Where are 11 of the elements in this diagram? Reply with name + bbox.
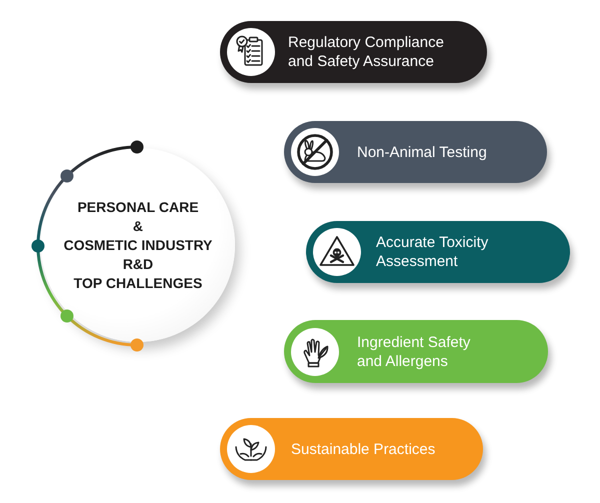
challenge-label: Regulatory Compliance and Safety Assurance <box>288 33 445 71</box>
challenge-pill <box>284 320 548 383</box>
challenge-pill <box>220 21 487 83</box>
challenge-pill <box>284 121 547 183</box>
challenge-pill <box>220 418 483 480</box>
challenge-label: Accurate Toxicity Assessment <box>376 233 490 271</box>
challenge-label: Non-Animal Testing <box>357 142 488 162</box>
challenge-label: Ingredient Safety and Allergens <box>357 332 472 370</box>
challenge-label: Sustainable Practices <box>291 440 436 458</box>
circle-heading: PERSONAL CARE & COSMETIC INDUSTRY R&D TOP CHALLENGES <box>64 198 212 292</box>
challenge-pill <box>306 221 570 283</box>
